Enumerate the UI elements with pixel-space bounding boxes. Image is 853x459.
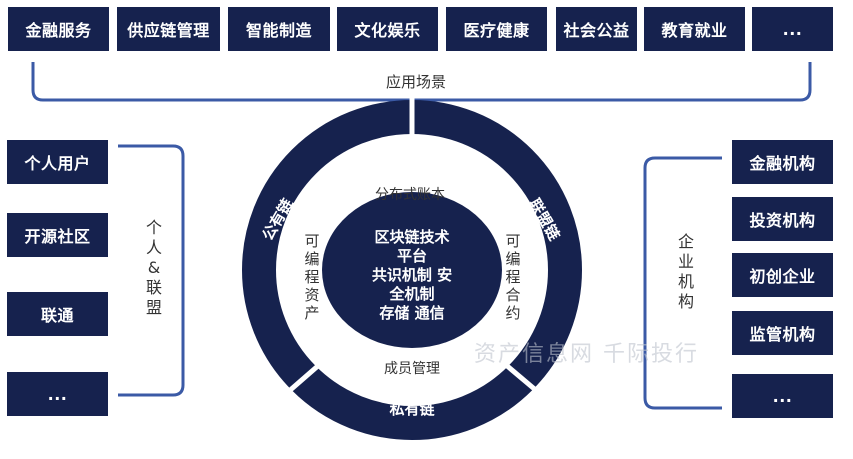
scene-finance: 金融服务: [8, 7, 109, 51]
watermark-text: 资产信息网 千际投行: [474, 342, 699, 367]
right-startups: 初创企业: [732, 253, 833, 297]
core-line: 共识机制 安: [371, 266, 453, 284]
right-regulators: 监管机构: [732, 311, 833, 355]
programmable-asset-label: 可编程资产: [304, 232, 320, 322]
member-management-label: 成员管理: [384, 361, 440, 377]
right-financial-institutions: 金融机构: [732, 140, 833, 184]
right-more: ...: [732, 374, 833, 418]
right-investment-institutions: 投资机构: [732, 197, 833, 241]
scene-education: 教育就业: [644, 7, 745, 51]
left-more: ...: [7, 372, 108, 416]
scene-supply-chain: 供应链管理: [117, 7, 220, 51]
scene-culture-entertainment: 文化娱乐: [337, 7, 438, 51]
core-line: 存储 通信: [379, 304, 445, 322]
left-open-source-community: 开源社区: [7, 213, 108, 257]
scene-smart-manufacturing: 智能制造: [228, 7, 330, 51]
left-individual-users: 个人用户: [7, 140, 108, 184]
private-chain-label: 私有链: [388, 400, 435, 418]
core-line: 区块链技术: [374, 228, 450, 246]
core-line: 全机制: [389, 285, 435, 303]
individual-consortium-label: 个人&联盟: [145, 218, 162, 317]
scene-public-welfare: 社会公益: [556, 7, 637, 51]
right-bracket: [643, 156, 722, 410]
ring-divider-right: [472, 336, 540, 394]
core-line: 平台: [396, 247, 427, 265]
ring-divider-left: [286, 336, 352, 394]
left-unicom: 联通: [7, 292, 108, 336]
programmable-contract-label: 可编程合约: [505, 232, 521, 322]
scene-healthcare: 医疗健康: [446, 7, 547, 51]
core-text: 区块链技术 平台 共识机制 安 全机制 存储 通信: [352, 228, 472, 323]
top-bracket: [31, 62, 812, 102]
enterprise-institutions-label: 企业机构: [677, 232, 694, 311]
scene-more: ...: [752, 7, 833, 51]
left-bracket: [118, 144, 185, 397]
core-ellipse: [322, 192, 502, 348]
application-scenarios-label: 应用场景: [386, 73, 447, 91]
distributed-ledger-label: 分布式账本: [375, 187, 445, 203]
